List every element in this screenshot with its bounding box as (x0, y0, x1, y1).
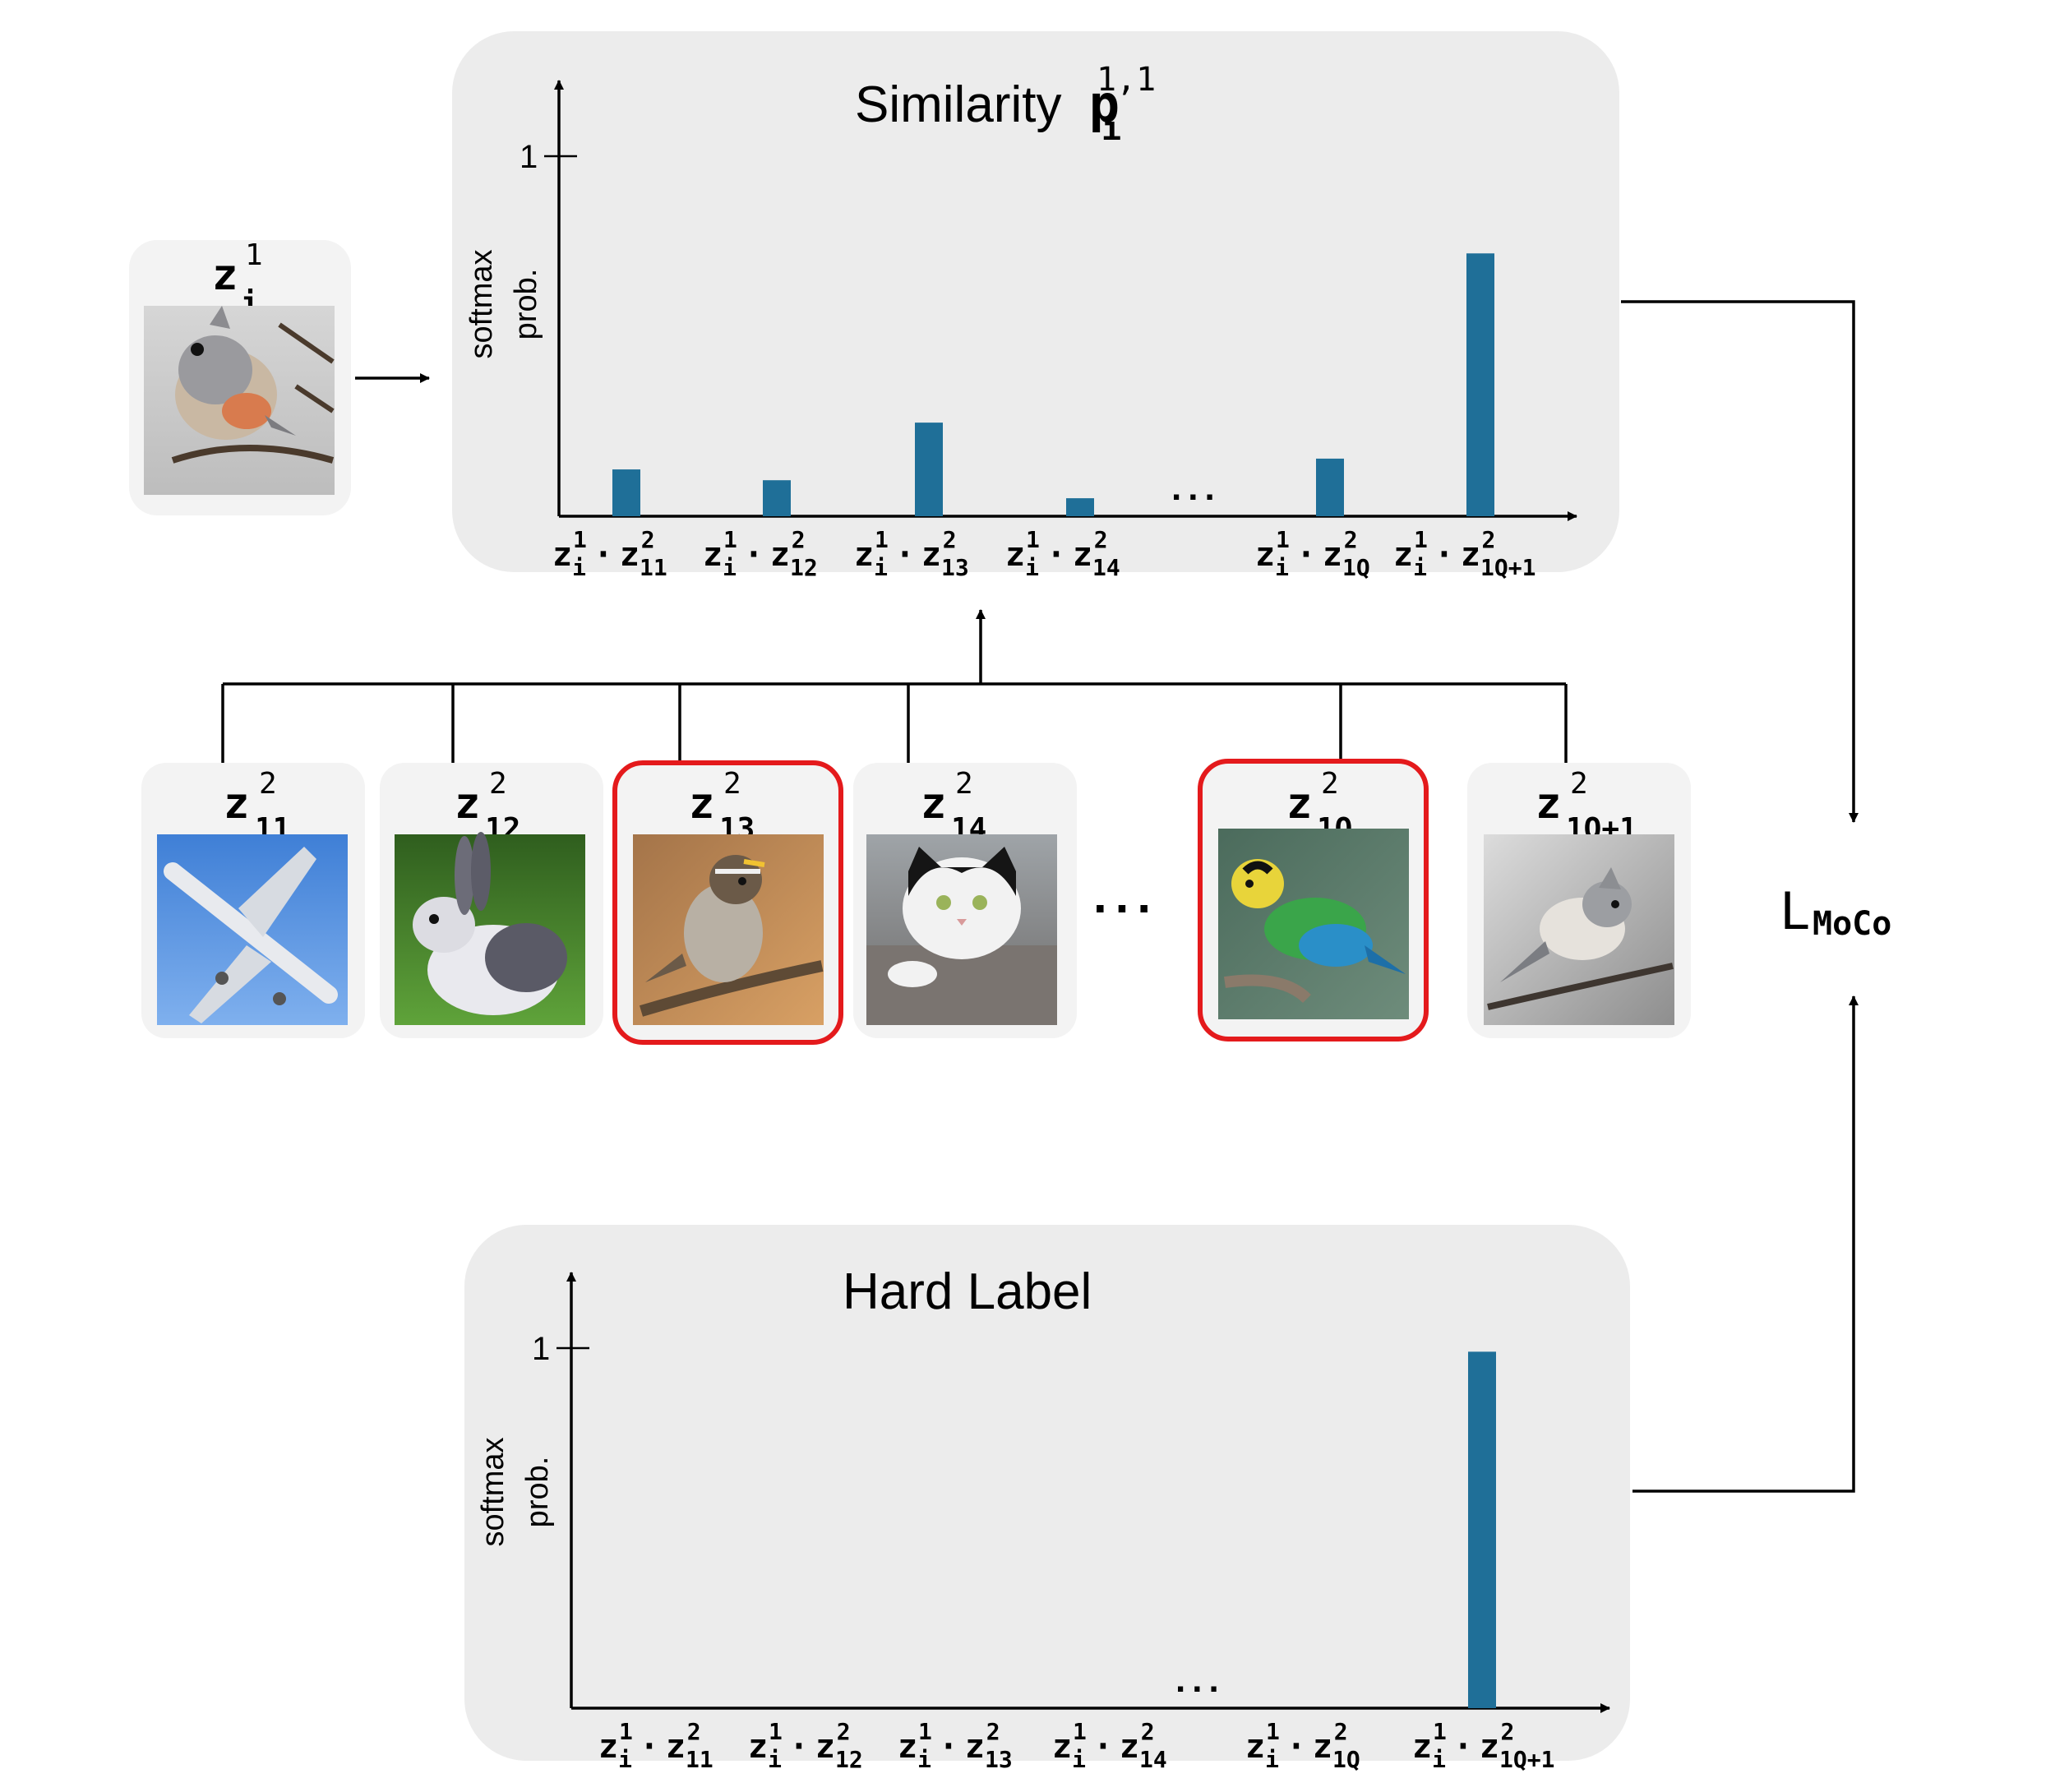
y-axis-label: softmax (464, 249, 499, 358)
bar (612, 469, 640, 516)
x-tick-label: zi1·z1Q+12 (1412, 1718, 1554, 1773)
anchor-image (144, 306, 335, 495)
x-tick-label: zi1·z122 (748, 1718, 863, 1773)
queue-connector-lines (221, 682, 1568, 763)
queue-image-airplane (157, 834, 348, 1025)
anchor-var: z (212, 251, 238, 300)
similarity-title: Similarity (855, 76, 1061, 133)
loss-sub: MoCo (1813, 905, 1891, 943)
x-tick-label: zi1·z122 (703, 526, 818, 581)
y-axis-label: softmax (476, 1437, 510, 1546)
similarity-chart: 1 softmax prob.... zi1·z112 zi1·z122 zi1·z132… (464, 80, 1577, 581)
svg-text:2: 2 (955, 767, 973, 801)
anchor-sup: 1 (245, 238, 263, 272)
x-tick-label: zi1·z1Q+12 (1393, 526, 1535, 581)
y-axis-label-line2: prob. (509, 269, 543, 340)
svg-text:2: 2 (1321, 767, 1339, 801)
x-tick-label: zi1·z1Q2 (1245, 1718, 1360, 1773)
svg-text:Similarity p: Similarity p (855, 74, 1120, 134)
hard-label-panel (464, 1225, 1630, 1761)
x-tick-label: zi1·z1Q2 (1255, 526, 1370, 581)
bar (1066, 498, 1094, 516)
y-tick-label: 1 (532, 1331, 550, 1367)
bar (763, 480, 791, 516)
hard-label-title: Hard Label (843, 1263, 1092, 1320)
queue-highlight-13 (612, 760, 843, 1045)
x-tick-label: zi1·z132 (854, 526, 969, 581)
svg-text:z: z (1535, 779, 1561, 829)
bar (915, 423, 943, 516)
loss-arrows (1621, 300, 1859, 1493)
loss-label: L MoCo (1780, 881, 1891, 943)
svg-text:z: z (1286, 779, 1312, 829)
y-axis-label-line2: prob. (520, 1457, 555, 1528)
queue-image-sparrow (633, 834, 824, 1025)
y-tick-label: 1 (520, 139, 538, 175)
bar (1466, 253, 1494, 516)
x-ellipsis: ... (1175, 1660, 1226, 1700)
similarity-title-sup: 1,1 (1097, 61, 1156, 99)
similarity-title-var: p (1089, 74, 1120, 134)
svg-text:2: 2 (259, 767, 277, 801)
hard-label-chart: 1 softmax prob.... zi1·z112 zi1·z122 zi1·z132… (476, 1272, 1610, 1773)
svg-text:z: z (455, 779, 480, 829)
svg-text:2: 2 (489, 767, 507, 801)
bar (1316, 458, 1344, 516)
svg-text:2: 2 (723, 767, 741, 801)
queue-image-tanager (1218, 829, 1409, 1019)
x-ellipsis: ... (1171, 468, 1221, 508)
svg-text:z: z (921, 779, 946, 829)
similarity-panel (452, 31, 1619, 572)
x-tick-label: zi1·z112 (598, 1718, 713, 1773)
similarity-title-sub: i (1101, 110, 1121, 148)
x-tick-label: zi1·z112 (552, 526, 667, 581)
x-tick-label: zi1·z142 (1005, 526, 1120, 581)
svg-text:2: 2 (1570, 767, 1588, 801)
svg-text:z: z (689, 779, 714, 829)
x-tick-label: zi1·z142 (1052, 1718, 1167, 1773)
queue-image-titmouse (1484, 834, 1674, 1025)
queue-image-rabbit (395, 832, 585, 1025)
x-tick-label: zi1·z132 (898, 1718, 1013, 1773)
queue-image-cat (866, 834, 1057, 1025)
queue-highlight-1Q (1198, 759, 1429, 1041)
queue-ellipsis: ... (1093, 868, 1159, 923)
svg-text:z: z (224, 779, 249, 829)
loss-var: L (1780, 881, 1810, 941)
bar (1468, 1351, 1496, 1708)
